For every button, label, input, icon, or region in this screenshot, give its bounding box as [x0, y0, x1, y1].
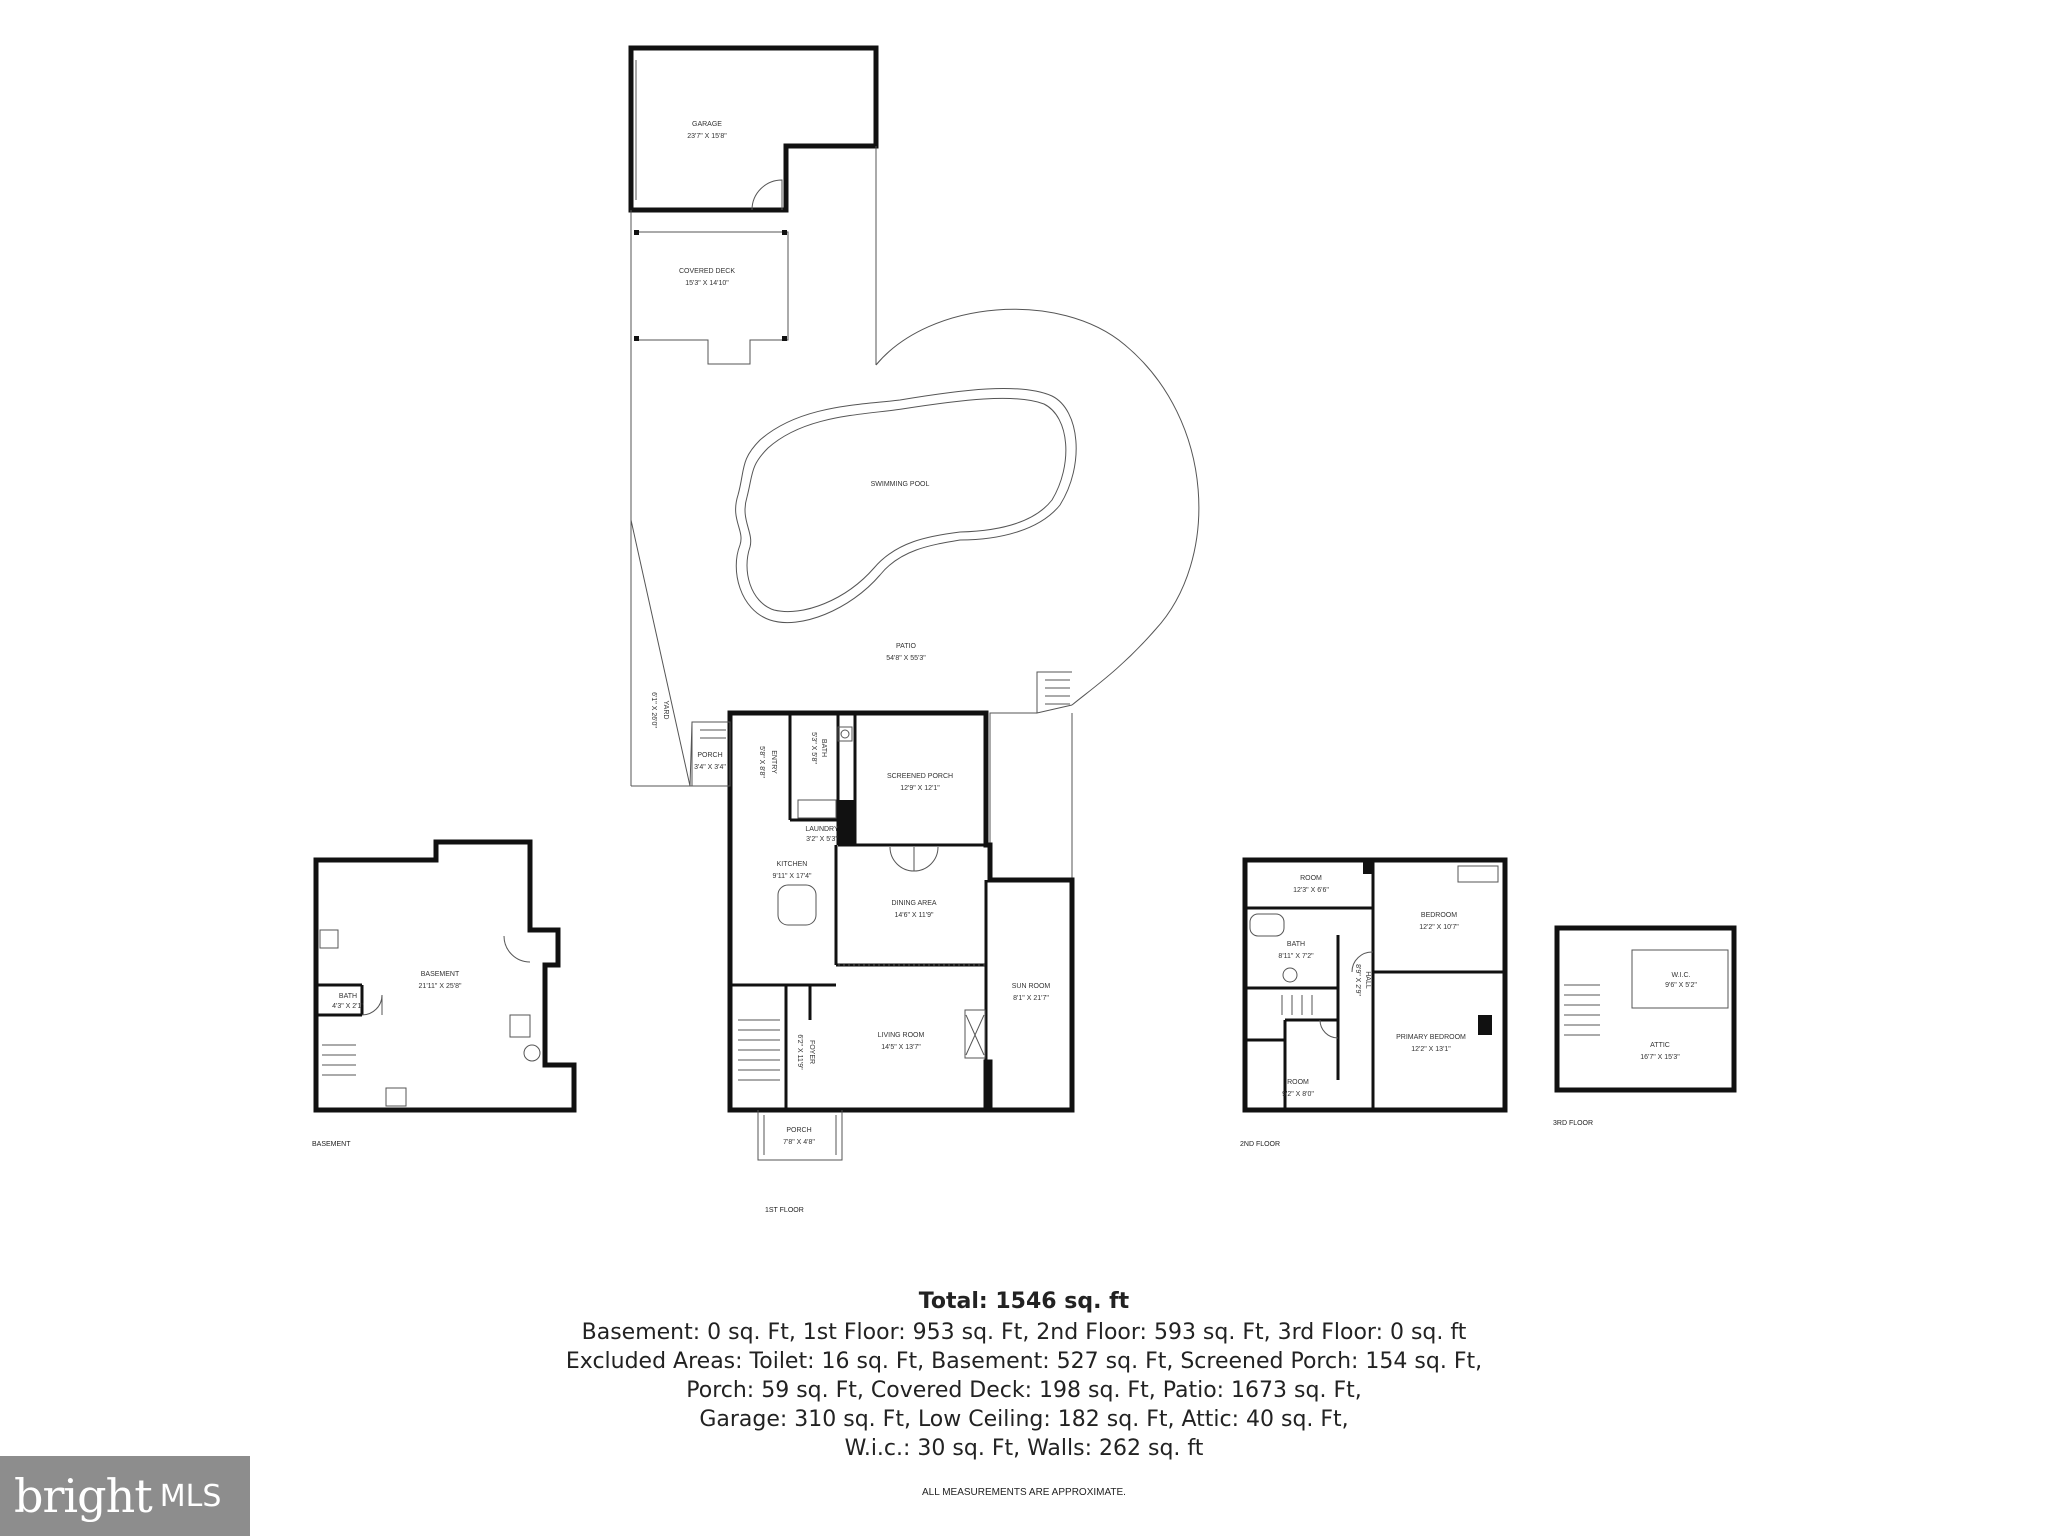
hall-label: HALL [1364, 971, 1371, 989]
third-floor: W.I.C. 9'6" X 5'2" ATTIC 16'7" X 15'3" 3… [1553, 925, 1737, 1127]
room-bottom-label: ROOM [1287, 1079, 1309, 1086]
second-floor: ROOM 12'3" X 6'6" BEDROOM 12'2" X 10'7" … [1240, 857, 1508, 1148]
kitchen-label: KITCHEN [777, 861, 808, 868]
second-floor-label: 2ND FLOOR [1240, 1141, 1280, 1148]
porch-front-label: PORCH [786, 1127, 811, 1134]
swimming-pool: SWIMMING POOL [735, 387, 1077, 624]
entry-label: ENTRY [770, 750, 777, 774]
bath-2-dims: 8'11" X 7'2" [1278, 953, 1314, 960]
foyer-dims: 6'2" X 11'9" [796, 1034, 803, 1070]
porch-side-dims: 3'4" X 3'4" [694, 764, 726, 771]
swimming-pool-label: SWIMMING POOL [871, 481, 930, 488]
bath-basement-label: BATH [339, 993, 357, 1000]
yard-dims: 6'1" X 26'0" [650, 692, 657, 728]
wic-label: W.I.C. [1671, 972, 1690, 979]
covered-deck-dims: 15'3" X 14'10" [685, 280, 729, 287]
yard-patio-outline: YARD 6'1" X 26'0" PATIO 54'8" X 55'3" [630, 146, 1200, 881]
kitchen-dims: 9'11" X 17'4" [772, 873, 812, 880]
basement-room-label: BASEMENT [421, 971, 460, 978]
basement-floor-label: BASEMENT [312, 1141, 351, 1148]
area-line: Excluded Areas: Toilet: 16 sq. Ft, Basem… [565, 1349, 1483, 1374]
room-top-dims: 12'3" X 6'6" [1293, 887, 1329, 894]
garage-label: GARAGE [692, 121, 722, 128]
sun-room-label: SUN ROOM [1012, 983, 1051, 990]
bath-basement-dims: 4'3" X 2'1" [332, 1003, 364, 1010]
screened-porch-label: SCREENED PORCH [887, 773, 953, 780]
living-room-dims: 14'5" X 13'7" [881, 1044, 921, 1051]
total-area: Total: 1546 sq. ft [918, 1289, 1130, 1314]
primary-bedroom-dims: 12'2" X 13'1" [1411, 1046, 1451, 1053]
logo-bright-text: bright [14, 1469, 153, 1523]
basement-room-dims: 21'11" X 25'8" [419, 983, 462, 990]
area-line: Basement: 0 sq. Ft, 1st Floor: 953 sq. F… [581, 1320, 1467, 1345]
area-line: W.i.c.: 30 sq. Ft, Walls: 262 sq. ft [844, 1436, 1204, 1461]
attic-label: ATTIC [1650, 1042, 1670, 1049]
bath-1-label: BATH [820, 739, 827, 757]
bedroom-dims: 12'2" X 10'7" [1419, 924, 1459, 931]
area-breakdown: Basement: 0 sq. Ft, 1st Floor: 953 sq. F… [0, 1318, 2048, 1463]
bright-mls-logo: bright MLS [0, 1456, 250, 1536]
covered-deck-label: COVERED DECK [679, 268, 735, 275]
area-line: Porch: 59 sq. Ft, Covered Deck: 198 sq. … [686, 1378, 1362, 1403]
dining-area-dims: 14'6" X 11'9" [894, 912, 934, 919]
entry-dims: 5'8" X 8'8" [758, 746, 765, 778]
first-floor-label: 1ST FLOOR [765, 1207, 804, 1214]
sun-room-dims: 8'1" X 21'7" [1013, 995, 1049, 1002]
laundry-dims: 3'2" X 5'3" [806, 836, 838, 843]
laundry-label: LAUNDRY [805, 826, 839, 833]
room-bottom-dims: 9'2" X 8'0" [1282, 1091, 1314, 1098]
area-line: Garage: 310 sq. Ft, Low Ceiling: 182 sq.… [699, 1407, 1349, 1432]
yard-label: YARD [662, 701, 669, 720]
garage-room: GARAGE 23'7" X 15'8" [628, 45, 879, 213]
disclaimer: ALL MEASUREMENTS ARE APPROXIMATE. [922, 1487, 1126, 1498]
primary-bedroom-label: PRIMARY BEDROOM [1396, 1034, 1466, 1041]
attic-dims: 16'7" X 15'3" [1640, 1054, 1680, 1061]
bath-1-dims: 5'3" X 5'8" [810, 732, 817, 764]
bath-2-label: BATH [1287, 941, 1305, 948]
covered-deck-room: COVERED DECK 15'3" X 14'10" [634, 230, 789, 365]
room-top-label: ROOM [1300, 875, 1322, 882]
third-floor-label: 3RD FLOOR [1553, 1120, 1593, 1127]
bedroom-label: BEDROOM [1421, 912, 1457, 919]
wic-dims: 9'6" X 5'2" [1665, 982, 1697, 989]
porch-side-label: PORCH [697, 752, 722, 759]
first-floor: PORCH 3'4" X 3'4" [691, 710, 1075, 1214]
dining-area-label: DINING AREA [891, 900, 936, 907]
basement-floor: BASEMENT 21'11" X 25'8" BATH 4'3" X 2'1"… [312, 839, 577, 1148]
garage-dims: 23'7" X 15'8" [687, 133, 727, 140]
living-room-label: LIVING ROOM [878, 1032, 925, 1039]
logo-mls-text: MLS [159, 1478, 222, 1514]
hall-dims: 8'9" X 2'9" [1354, 964, 1361, 996]
patio-dims: 54'8" X 55'3" [886, 655, 926, 662]
patio-label: PATIO [896, 643, 917, 650]
screened-porch-dims: 12'9" X 12'1" [900, 785, 940, 792]
foyer-label: FOYER [808, 1040, 815, 1064]
porch-front-dims: 7'8" X 4'8" [783, 1139, 815, 1146]
